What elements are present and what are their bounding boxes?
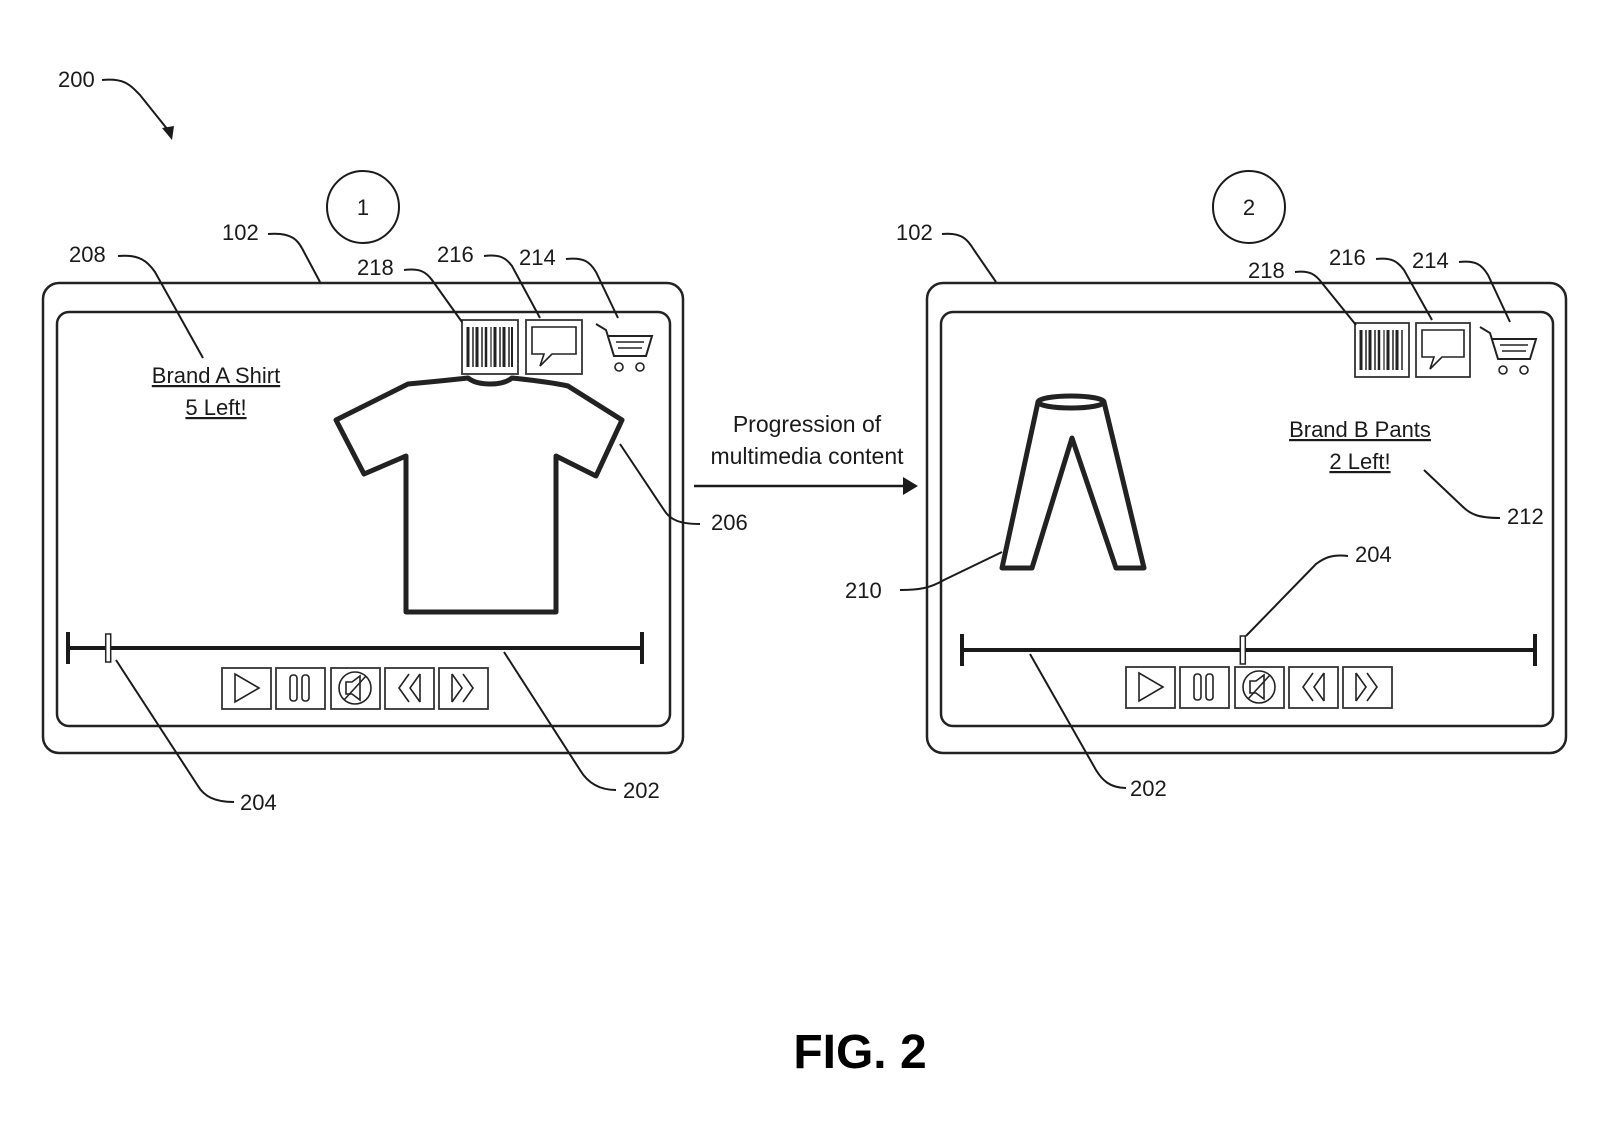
panel-1: 1 102 208 Brand A Shirt 5 Left! (41, 170, 748, 815)
chat-button-1[interactable] (525, 319, 583, 375)
shopping-cart-icon (595, 323, 654, 372)
barcode-button-2[interactable] (1354, 322, 1410, 378)
controls-1 (221, 667, 489, 710)
pause-icon (289, 674, 310, 702)
play-button-2[interactable] (1125, 666, 1176, 709)
scrub-handle-2[interactable] (1239, 635, 1247, 665)
progression-arrow: Progression of multimedia content (694, 411, 918, 495)
rewind-icon (398, 673, 421, 703)
barcode-ref-2: 218 (1248, 258, 1285, 283)
step-circle-2 (1212, 170, 1286, 244)
cart-ref-2: 214 (1412, 248, 1449, 273)
barcode-icon (1354, 322, 1410, 378)
barcode-ref-leader-2 (1294, 270, 1357, 326)
fast-forward-button-2[interactable] (1342, 666, 1393, 709)
chat-bubble-icon (1415, 322, 1471, 378)
chat-ref-1: 216 (437, 242, 474, 267)
scrub-handle-1[interactable] (104, 633, 112, 663)
play-icon (1138, 671, 1165, 703)
rewind-icon (1302, 672, 1325, 702)
mute-icon (338, 671, 372, 705)
cart-button-1[interactable] (595, 323, 654, 372)
mute-button-1[interactable] (330, 667, 381, 710)
chat-button-2[interactable] (1415, 322, 1471, 378)
promo-ref-1: 208 (69, 242, 106, 267)
fast-forward-button-1[interactable] (438, 667, 489, 710)
cart-button-2[interactable] (1479, 326, 1538, 375)
shopping-cart-icon (1479, 326, 1538, 375)
fast-forward-icon (451, 673, 474, 703)
timeline-ref-2: 202 (1130, 776, 1167, 801)
promo-ref-leader-2 (1423, 469, 1501, 519)
chat-ref-leader-2 (1375, 257, 1433, 321)
timeline-ref-leader-1 (503, 651, 617, 791)
arrow-caption-line2: multimedia content (710, 443, 904, 469)
panel-2: 2 102 218 216 (845, 170, 1568, 801)
scrub-ref-leader-1 (115, 659, 235, 803)
mute-button-2[interactable] (1234, 666, 1285, 709)
barcode-ref-leader-1 (403, 268, 463, 323)
promo-stock-1[interactable]: 5 Left! (185, 395, 246, 420)
scrub-ref-2: 204 (1355, 542, 1392, 567)
arrow-caption-line1: Progression of (733, 411, 882, 437)
rewind-button-2[interactable] (1288, 666, 1339, 709)
step-number-1: 1 (357, 195, 369, 220)
figure-ref-200: 200 (58, 67, 95, 92)
promo-ref-leader-1 (117, 254, 204, 359)
barcode-button-1[interactable] (461, 319, 519, 375)
chat-ref-2: 216 (1329, 245, 1366, 270)
promo-ref-2: 212 (1507, 504, 1544, 529)
rewind-button-1[interactable] (384, 667, 435, 710)
arrow-head (903, 477, 918, 495)
fast-forward-icon (1355, 672, 1378, 702)
barcode-ref-1: 218 (357, 255, 394, 280)
step-number-2: 2 (1243, 195, 1255, 220)
device-ref-2: 102 (896, 220, 933, 245)
item-ref-1: 206 (711, 510, 748, 535)
controls-2 (1125, 666, 1393, 709)
pause-button-2[interactable] (1179, 666, 1230, 709)
item-ref-leader-2 (899, 551, 1003, 591)
timeline-ref-leader-2 (1029, 653, 1127, 789)
device-ref-leader-1 (267, 232, 321, 283)
promo-title-1[interactable]: Brand A Shirt (152, 363, 280, 388)
cart-ref-leader-1 (565, 257, 619, 319)
pause-button-1[interactable] (275, 667, 326, 710)
chat-ref-leader-1 (483, 254, 541, 319)
device-ref-leader-2 (941, 232, 997, 283)
figure-ref-leader (101, 78, 173, 136)
scrub-ref-leader-2 (1245, 554, 1349, 637)
chat-bubble-icon (525, 319, 583, 375)
play-button-1[interactable] (221, 667, 272, 710)
figure-ref-arrowhead (162, 126, 174, 140)
item-ref-leader-1 (619, 443, 701, 525)
step-circle-1 (326, 170, 400, 244)
device-ref-1: 102 (222, 220, 259, 245)
timeline-ref-1: 202 (623, 778, 660, 803)
figure-label: FIG. 2 (793, 1026, 926, 1079)
scrub-ref-1: 204 (240, 790, 277, 815)
promo-title-2[interactable]: Brand B Pants (1289, 417, 1431, 442)
promo-stock-2[interactable]: 2 Left! (1329, 449, 1390, 474)
mute-icon (1242, 670, 1276, 704)
pause-icon (1193, 673, 1214, 701)
cart-ref-1: 214 (519, 245, 556, 270)
item-ref-2: 210 (845, 578, 882, 603)
play-icon (234, 672, 261, 704)
t-shirt-icon[interactable] (333, 375, 625, 615)
cart-ref-leader-2 (1458, 260, 1511, 323)
